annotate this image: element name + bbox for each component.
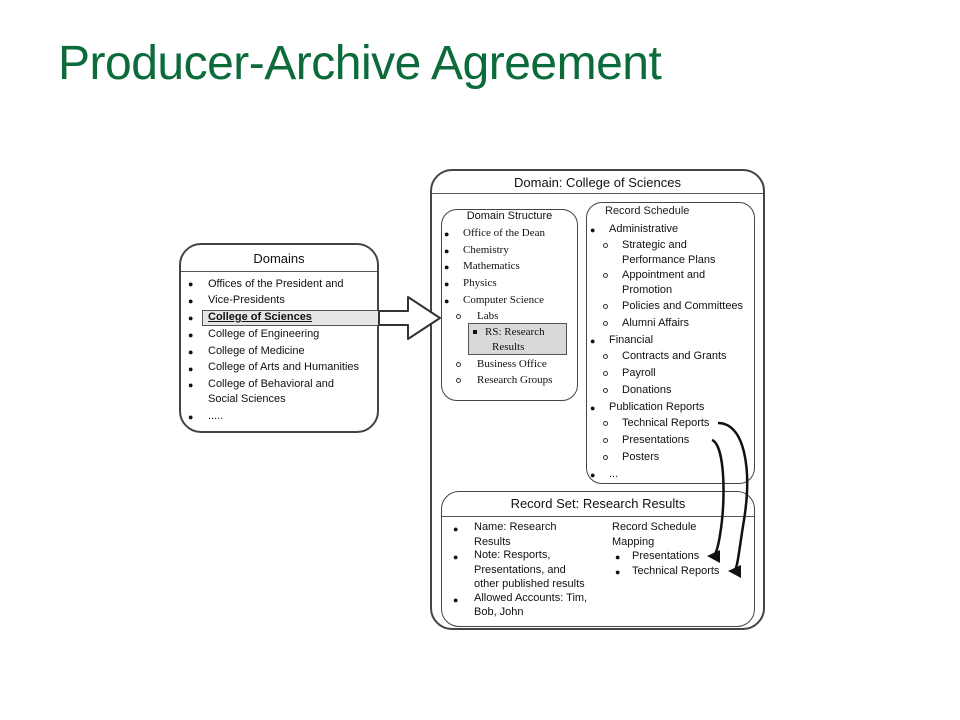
schedule-ellipsis: ...: [609, 468, 619, 480]
record-set-field: Results: [474, 536, 511, 548]
schedule-item: Presentations: [622, 434, 690, 446]
rs-highlight-box[interactable]: [468, 323, 567, 355]
divider: [181, 271, 377, 272]
domain-item: College of Engineering: [208, 328, 320, 340]
domain-item-selected[interactable]: College of Sciences: [208, 311, 312, 323]
hollow-bullet: [603, 321, 608, 326]
rs-highlight-line: Results: [492, 341, 525, 353]
mapping-title: Mapping: [612, 536, 655, 548]
bullet: ●: [615, 567, 621, 577]
rs-highlight-line: RS: Research: [485, 326, 545, 338]
bullet: ●: [444, 279, 450, 289]
domain-item: Vice-Presidents: [208, 294, 285, 306]
bullet: ●: [444, 296, 450, 306]
schedule-item: Technical Reports: [622, 417, 710, 429]
record-set-field: other published results: [474, 578, 585, 590]
structure-sub-item: Business Office: [477, 358, 547, 370]
domain-item: College of Arts and Humanities: [208, 361, 360, 373]
hollow-bullet: [456, 378, 461, 383]
domain-item: Social Sciences: [208, 393, 286, 405]
bullet: ●: [590, 470, 596, 480]
schedule-category: Financial: [609, 334, 654, 346]
schedule-item: Strategic and: [622, 239, 687, 251]
hollow-bullet: [603, 243, 608, 248]
structure-item: Mathematics: [463, 260, 520, 272]
record-set-panel: Record Set: Research Results: [441, 491, 755, 627]
structure-sub-item: Labs: [477, 310, 499, 322]
hollow-bullet: [603, 371, 608, 376]
bullet: ●: [453, 595, 459, 605]
hollow-bullet: [456, 362, 461, 367]
bullet: ●: [444, 262, 450, 272]
bullet: ●: [188, 347, 194, 357]
bullet: ●: [188, 380, 194, 390]
schedule-item: Promotion: [622, 284, 673, 296]
bullet: ●: [590, 336, 596, 346]
structure-item: Computer Science: [463, 294, 544, 306]
structure-item: Chemistry: [463, 244, 509, 256]
domain-item: .....: [208, 410, 224, 422]
bullet: ●: [453, 524, 459, 534]
structure-item: Office of the Dean: [463, 227, 545, 239]
hollow-bullet: [603, 388, 608, 393]
hollow-bullet: [603, 455, 608, 460]
schedule-category: Administrative: [609, 223, 679, 235]
bullet: ●: [188, 330, 194, 340]
schedule-item: Policies and Committees: [622, 300, 744, 312]
domains-panel: Domains: [179, 243, 379, 433]
schedule-item: Contracts and Grants: [622, 350, 727, 362]
bullet: ●: [453, 552, 459, 562]
mapping-item: Technical Reports: [632, 565, 720, 577]
slide-title: Producer-Archive Agreement: [58, 37, 662, 90]
bullet: ●: [590, 225, 596, 235]
structure-item: Physics: [463, 277, 497, 289]
college-domain-heading: Domain: College of Sciences: [514, 175, 681, 190]
schedule-item: Performance Plans: [622, 254, 716, 266]
mapping-item: Presentations: [632, 550, 700, 562]
hollow-bullet: [456, 314, 461, 319]
domain-structure-panel: Domain Structure: [441, 209, 578, 401]
schedule-item: Appointment and: [622, 269, 706, 281]
bullet: ●: [444, 246, 450, 256]
schedule-item: Posters: [622, 451, 660, 463]
schedule-item: Donations: [622, 384, 672, 396]
record-set-field: Allowed Accounts: Tim,: [474, 592, 588, 604]
hollow-bullet: [603, 421, 608, 426]
domains-heading: Domains: [253, 251, 305, 266]
domain-item: Offices of the President and: [208, 278, 344, 290]
bullet: ●: [188, 412, 194, 422]
bullet: ●: [590, 403, 596, 413]
record-set-field: Presentations, and: [474, 564, 566, 576]
schedule-item: Alumni Affairs: [622, 317, 690, 329]
record-set-heading: Record Set: Research Results: [510, 496, 686, 511]
record-set-field: Bob, John: [474, 606, 524, 618]
divider: [442, 516, 754, 517]
schedule-item: Payroll: [622, 367, 656, 379]
mapping-title: Record Schedule: [612, 521, 697, 533]
domain-item: College of Behavioral and: [208, 378, 334, 390]
hollow-bullet: [603, 304, 608, 309]
bullet: ●: [615, 552, 621, 562]
bullet: ●: [188, 279, 194, 289]
domain-structure-heading: Domain Structure: [466, 210, 553, 222]
bullet: ●: [188, 364, 194, 374]
bullet: ●: [188, 313, 194, 323]
schedule-category: Publication Reports: [609, 401, 705, 413]
domain-item: College of Medicine: [208, 345, 305, 357]
hollow-bullet: [603, 354, 608, 359]
bullet: ●: [188, 296, 194, 306]
hollow-bullet: [603, 273, 608, 278]
record-set-field: Note: Resports,: [474, 549, 551, 561]
structure-sub-item: Research Groups: [477, 374, 553, 386]
divider: [432, 193, 763, 194]
hollow-bullet: [603, 438, 608, 443]
record-set-field: Name: Research: [474, 521, 557, 533]
record-schedule-heading: Record Schedule: [605, 205, 690, 217]
square-bullet: [473, 330, 477, 334]
bullet: ●: [444, 229, 450, 239]
